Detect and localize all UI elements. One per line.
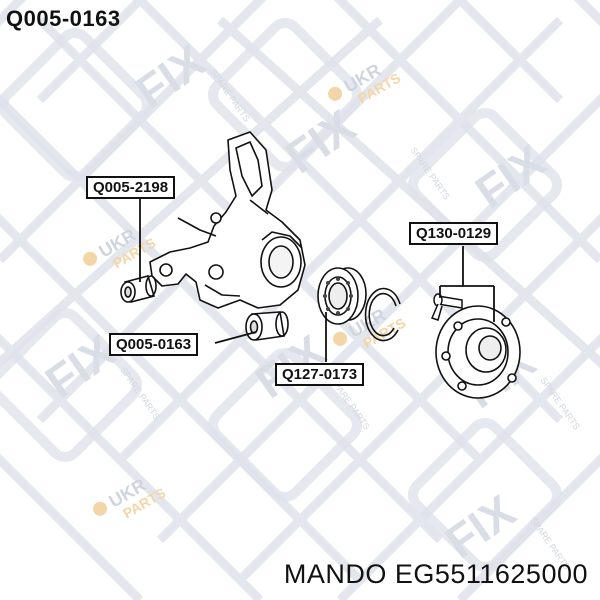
wheel-hub [435,305,521,399]
gear-icon [333,331,348,346]
gear-icon [93,501,108,516]
page-title: Q005-0163 [6,6,121,31]
callout-bushing-lower: Q005-0163 [109,333,199,356]
leader-lines [139,198,495,362]
gear-icon [83,251,98,266]
steering-knuckle [149,131,306,309]
footer-part-number: MANDO EG5511625000 [283,559,588,589]
gear-icon [328,86,343,101]
callout-bearing: Q127-0173 [275,363,365,386]
wheel-bolt [430,293,463,321]
watermark-brand-text: FIX [126,34,215,118]
callout-bushing-upper: Q005-2198 [86,176,176,199]
callout-wheel-bolt: Q130-0129 [409,222,499,245]
watermark-logo-1: FIX [126,34,215,118]
watermark-ukr-4: UKR PARTS [93,475,168,521]
bushing-upper [120,275,157,303]
wheel-bearing [317,267,367,325]
snap-ring [364,287,401,342]
watermark-squares [0,18,562,572]
bushing-lower [245,311,289,341]
